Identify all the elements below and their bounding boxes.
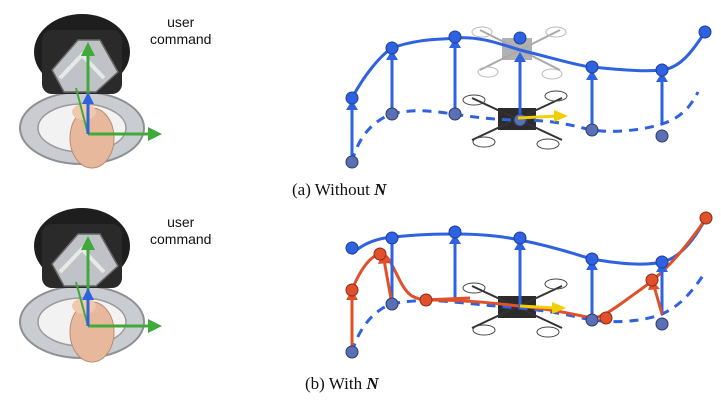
device-frame-arrows	[75, 236, 162, 333]
haptic-device-image	[19, 208, 145, 363]
trajectory-connectors	[390, 240, 664, 320]
reference-nodes	[345, 25, 712, 105]
panel-with-n: user command (b) With N	[0, 200, 721, 401]
caption-b-symbol: N	[366, 374, 379, 393]
haptic-device-image	[19, 14, 145, 169]
feedback-trajectory	[350, 219, 707, 320]
user-command-line1: user	[167, 214, 195, 230]
reference-trajectory	[350, 217, 708, 266]
caption-a-label: (a) Without	[292, 180, 370, 199]
drone-heading-arrow	[519, 302, 566, 314]
executed-nodes	[345, 297, 669, 359]
connector-arrowheads	[346, 38, 668, 110]
panel-b-illustration	[19, 208, 713, 363]
reference-nodes	[345, 225, 669, 269]
user-command-line2: command	[150, 231, 212, 247]
caption-b-label: (b) With	[305, 374, 363, 393]
user-command-line2: command	[150, 31, 212, 47]
panel-a-illustration	[19, 14, 712, 169]
device-frame-arrows	[75, 42, 162, 141]
user-command-label: user command	[150, 14, 211, 48]
user-command-line1: user	[167, 14, 195, 30]
trajectory-connectors	[350, 44, 664, 162]
feedback-nodes	[345, 211, 713, 325]
panel-without-n: user command (a) Without N	[0, 0, 721, 200]
caption-b: (b) With N	[305, 374, 379, 394]
caption-a-symbol: N	[374, 180, 387, 199]
executed-nodes	[345, 107, 669, 169]
user-command-label: user command	[150, 214, 211, 248]
caption-a: (a) Without N	[292, 180, 386, 200]
connector-arrowheads	[449, 234, 668, 272]
drone-heading-arrow	[517, 110, 568, 122]
